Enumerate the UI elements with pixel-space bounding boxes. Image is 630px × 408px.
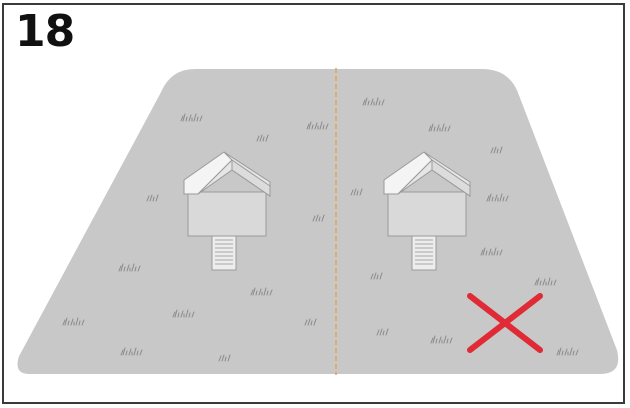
ground-area [17,68,620,375]
